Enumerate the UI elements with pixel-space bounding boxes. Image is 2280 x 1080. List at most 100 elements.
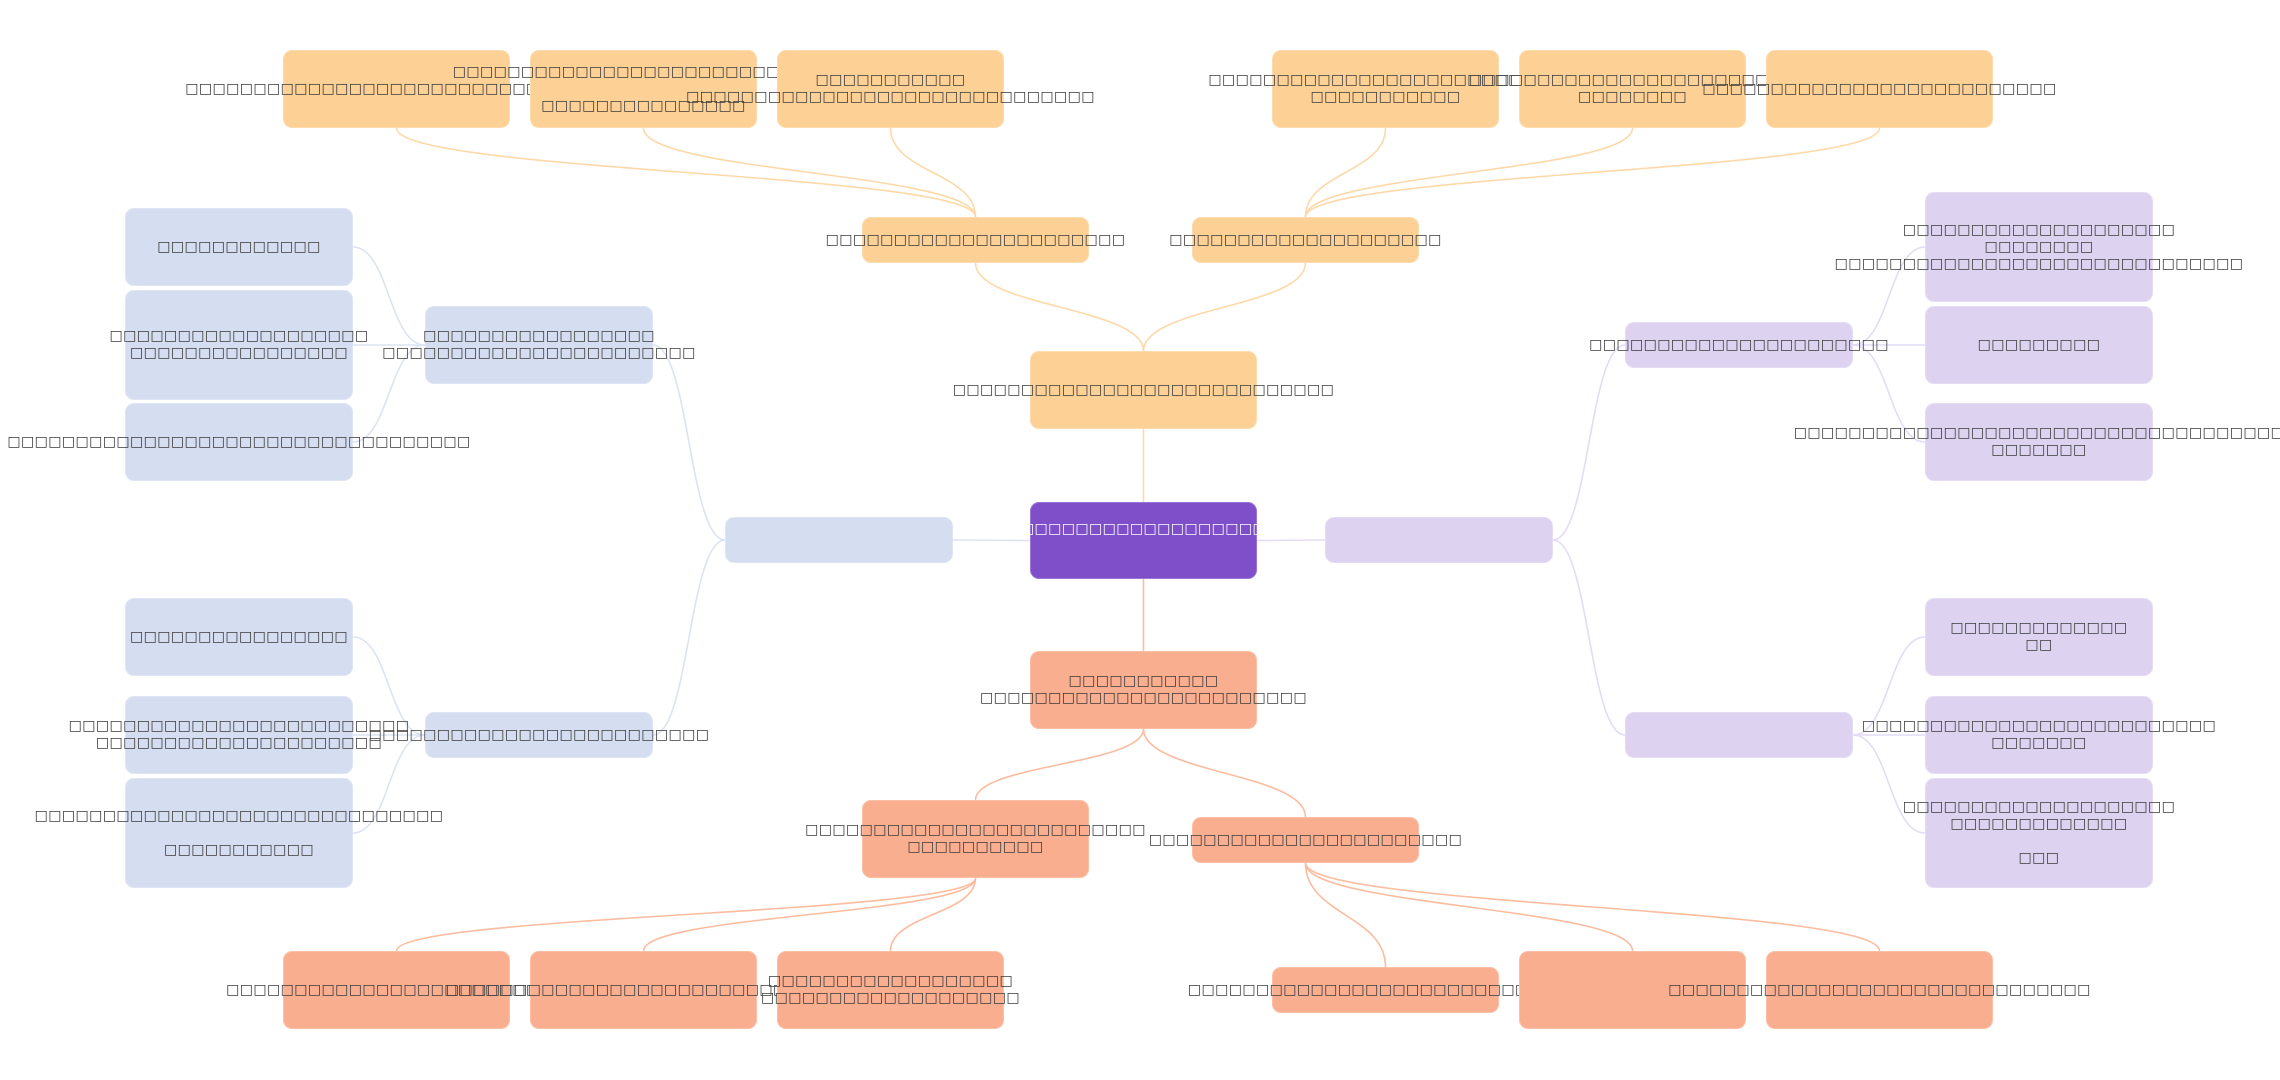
connector-line bbox=[1852, 246, 1926, 346]
connector-line bbox=[952, 539, 1031, 542]
connector-line bbox=[1304, 127, 1634, 218]
leaf-node[interactable]: □□□□□□□□□□□□□□□□□□□□□□□□ □□□□□□□□ bbox=[1469, 50, 1796, 128]
leaf-node[interactable]: □□□□□□□□□□□□ bbox=[125, 208, 353, 286]
connector-line bbox=[1142, 728, 1307, 818]
leaf-label: □□□□□□□□□□□□□□□□□□□□□□□□□□ □□□□□□□□□□□ bbox=[1208, 72, 1563, 105]
leaf-label: □□□□□□□□□□□□□□□□□□□□□□□□□□□□□□□ bbox=[185, 80, 608, 97]
leaf-label: □□□□□□□□□□□□□ □□ bbox=[1950, 620, 2128, 653]
subtopic-label: □□□□□□□□□□□□□□□□□□□□□□□□□ bbox=[368, 726, 710, 743]
leaf-label: □□□□□□□□□□□ □□□□□□□□□□□□□□□□□□□□□□□□□□□□… bbox=[686, 72, 1095, 105]
leaf-node[interactable]: □□□□□□□□□□□□□□□□□□□□ □□□□□□□□□□□□□ □□□ bbox=[1903, 778, 2175, 888]
connector-line bbox=[642, 127, 977, 218]
connector-line bbox=[974, 728, 1145, 801]
leaf-node[interactable]: □□□□□□□□□□□□□□□□□□□□ □□□□□□□□ □□□□□□□□□□… bbox=[1835, 192, 2243, 302]
connector-line bbox=[1142, 262, 1307, 352]
connector-line bbox=[352, 636, 426, 736]
subtopic-label: □□□□□□□□□□□□□□□□□□□□□□□ bbox=[1148, 831, 1463, 848]
leaf-node[interactable]: □□□□□□□□□□□□□□□□□□□□□□□□□□□□□□□ bbox=[1668, 951, 2090, 1029]
main-topic-label-bottom: □□□□□□□□□□□ □□□□□□□□□□□□□□□□□□□□□□□□ bbox=[979, 673, 1308, 706]
leaf-label: □□□□□□□□□□□□□□□□□□□□□□□□□□□□□□□□□□ bbox=[7, 433, 471, 450]
leaf-label: □□□□□□□□□□□□□□□□□□□□ □□□□□□□□□□□□□ □□□ bbox=[1902, 799, 2176, 866]
main-topic-node-left[interactable] bbox=[725, 517, 953, 563]
subtopic-label: □□□□□□□□□□□□□□□□□□□□ bbox=[1169, 231, 1442, 248]
leaf-label: □□□□□□□□□□□□□□□□□□□□□□□□□□□□□□□ bbox=[1668, 981, 2091, 998]
leaf-node[interactable]: □□□□□□□□□□□□□□□□□□□□□□□□□□□□□□ □□□□□□□□□… bbox=[35, 778, 443, 888]
subtopic-node-top-right[interactable]: □□□□□□□□□□□□□□□□□□□□ bbox=[1169, 217, 1441, 263]
connector-line bbox=[1552, 539, 1626, 736]
leaf-label: □□□□□□□□□□□□□□□□ bbox=[129, 628, 349, 645]
main-topic-node-right[interactable] bbox=[1325, 517, 1553, 563]
subtopic-node-right-upper[interactable]: □□□□□□□□□□□□□□□□□□□□□□ bbox=[1589, 322, 1889, 368]
leaf-node[interactable] bbox=[1519, 951, 1746, 1029]
leaf-node[interactable]: □□□□□□□□□□□□□□□□□□□□□□□□□□□□□ bbox=[446, 951, 841, 1029]
connector-line bbox=[642, 877, 977, 952]
leaf-node[interactable]: □□□□□□□□□□□□□□□□□□□□□□□□□□□□□□□□□□□□ □□□… bbox=[1794, 403, 2280, 481]
central-topic-label: □□□□□□□□□□□□□□□□□□□□□□□□□□ bbox=[966, 521, 1321, 537]
connector-line bbox=[1304, 127, 1387, 218]
leaf-label: □□□□□□□□□□□□□□□□□□□□□□□□□□□□ □□□□□□□□□□□… bbox=[452, 63, 835, 114]
subtopic-label: □□□□□□□□□□□□□□□□□ □□□□□□□□□□□□□□□□□□□□□□… bbox=[382, 328, 696, 361]
leaf-node[interactable]: □□□□□□□□□□□□□□□□□□□□□□□□□□□□□□□□□□ bbox=[7, 403, 470, 481]
leaf-label: □□□□□□□□□□□□□□□□□□□□□□□□□□□□□ bbox=[445, 981, 842, 998]
connector-line bbox=[1852, 344, 1926, 443]
connector-line bbox=[352, 734, 426, 834]
subtopic-node-left-upper[interactable]: □□□□□□□□□□□□□□□□□ □□□□□□□□□□□□□□□□□□□□□□… bbox=[382, 306, 695, 384]
leaf-label: □□□□□□□□□□□□ bbox=[157, 238, 321, 255]
leaf-node[interactable]: □□□□□□□□□□□ □□□□□□□□□□□□□□□□□□□□□□□□□□□□… bbox=[686, 50, 1095, 128]
leaf-node[interactable]: □□□□□□□□□□□□□□□□□□□□□□□□□□□□□□□ bbox=[185, 50, 607, 128]
connector-line bbox=[1852, 734, 1926, 834]
connector-line bbox=[974, 262, 1145, 352]
leaf-label: □□□□□□□□□□□□□□□□□□□□□□□□ □□□□□□□□ bbox=[1468, 72, 1797, 105]
leaf-node[interactable]: □□□□□□□□□□□□□□□□□□□□□□□□□ □□□□□□□□□□□□□□… bbox=[69, 696, 409, 774]
connector-line bbox=[395, 127, 977, 218]
connector-line bbox=[1552, 344, 1626, 541]
subtopic-label: □□□□□□□□□□□□□□□□□□□□□□□□□ □□□□□□□□□□ bbox=[805, 822, 1146, 855]
central-topic-node[interactable]: □□□□□□□□□□□□□□□□□□□□□□□□□□ bbox=[966, 502, 1320, 579]
leaf-node[interactable]: □□□□□□□□□□□□□ □□ bbox=[1925, 598, 2153, 676]
subtopic-label: □□□□□□□□□□□□□□□□□□□□□□ bbox=[1589, 336, 1889, 353]
connector-line bbox=[1304, 862, 1387, 968]
connector-line bbox=[889, 877, 977, 952]
leaf-node[interactable]: □□□□□□□□□□□□□□□□□□□□□□□□□□ □□□□□□□□□□□ bbox=[1208, 50, 1562, 128]
leaf-label: □□□□□□□□□□□□□□□□□□□□□□□□□□□□□ bbox=[1187, 981, 1584, 998]
subtopic-node-bottom-left[interactable]: □□□□□□□□□□□□□□□□□□□□□□□□□ □□□□□□□□□□ bbox=[805, 800, 1145, 878]
leaf-node[interactable]: □□□□□□□□□□□□□□□□□□ □□□□□□□□□□□□□□□□□□□ bbox=[761, 951, 1020, 1029]
leaf-node[interactable]: □□□□□□□□□□□□□□□□□□□□□□□□□□□□ □□□□□□□□□□□… bbox=[453, 50, 834, 128]
leaf-node[interactable]: □□□□□□□□□□□□□□□□□□□ □□□□□□□□□□□□□□□□ bbox=[110, 290, 368, 400]
subtopic-label: □□□□□□□□□□□□□□□□□□□□□□ bbox=[825, 231, 1126, 248]
leaf-node[interactable]: □□□□□□□□□□□□□□□□□□□□□□□□□□ bbox=[1702, 50, 2056, 128]
subtopic-node-bottom-right[interactable]: □□□□□□□□□□□□□□□□□□□□□□□ bbox=[1149, 817, 1462, 863]
subtopic-node-right-lower[interactable] bbox=[1625, 712, 1853, 758]
subtopic-node-top-left[interactable]: □□□□□□□□□□□□□□□□□□□□□□ bbox=[826, 217, 1125, 263]
connector-line bbox=[352, 246, 426, 346]
main-topic-node-bottom[interactable]: □□□□□□□□□□□ □□□□□□□□□□□□□□□□□□□□□□□□ bbox=[980, 651, 1307, 729]
main-topic-node-top[interactable]: □□□□□□□□□□□□□□□□□□□□□□□□□□□□ bbox=[953, 351, 1334, 429]
connector-line bbox=[1304, 862, 1881, 952]
connector-line bbox=[1304, 127, 1881, 218]
connector-line bbox=[1256, 539, 1326, 542]
leaf-label: □□□□□□□□□□□□□□□□□□□□□□□□□□□□□□□□□□□□ □□□… bbox=[1793, 425, 2280, 458]
leaf-node[interactable]: □□□□□□□□□□□□□□□□ bbox=[125, 598, 353, 676]
connector-line bbox=[352, 344, 426, 443]
leaf-label: □□□□□□□□□□□□□□□□□□□□□□□□□□□□□□ □□□□□□□□□… bbox=[34, 807, 444, 858]
leaf-node[interactable]: □□□□□□□□□ bbox=[1925, 306, 2153, 384]
main-topic-label-top: □□□□□□□□□□□□□□□□□□□□□□□□□□□□ bbox=[952, 381, 1335, 398]
connector-line bbox=[652, 539, 726, 736]
leaf-node[interactable]: □□□□□□□□□□□□□□□□□□□□□□□□□ bbox=[226, 951, 566, 1029]
connector-line bbox=[1304, 862, 1634, 952]
connector-line bbox=[1852, 636, 1926, 736]
leaf-label: □□□□□□□□□□□□□□□□□□□□□□□□□□ bbox=[1702, 80, 2057, 97]
connector-line bbox=[395, 877, 977, 952]
leaf-label: □□□□□□□□□□□□□□□□□□□□ □□□□□□□□ □□□□□□□□□□… bbox=[1834, 221, 2244, 272]
leaf-label: □□□□□□□□□ bbox=[1977, 336, 2101, 353]
leaf-node[interactable]: □□□□□□□□□□□□□□□□□□□□□□□□□□□□□ bbox=[1188, 967, 1583, 1013]
leaf-label: □□□□□□□□□□□□□□□□□□□ □□□□□□□□□□□□□□□□ bbox=[109, 328, 369, 361]
subtopic-node-left-lower[interactable]: □□□□□□□□□□□□□□□□□□□□□□□□□ bbox=[369, 712, 709, 758]
leaf-label: □□□□□□□□□□□□□□□□□□ □□□□□□□□□□□□□□□□□□□ bbox=[761, 973, 1020, 1006]
leaf-label: □□□□□□□□□□□□□□□□□□□□□□□□□ □□□□□□□□□□□□□□… bbox=[68, 718, 410, 751]
connector-line bbox=[652, 344, 726, 541]
leaf-label: □□□□□□□□□□□□□□□□□□□□□□□□□□ □□□□□□□ bbox=[1861, 718, 2217, 751]
connector-line bbox=[889, 127, 977, 218]
leaf-node[interactable]: □□□□□□□□□□□□□□□□□□□□□□□□□□ □□□□□□□ bbox=[1862, 696, 2216, 774]
